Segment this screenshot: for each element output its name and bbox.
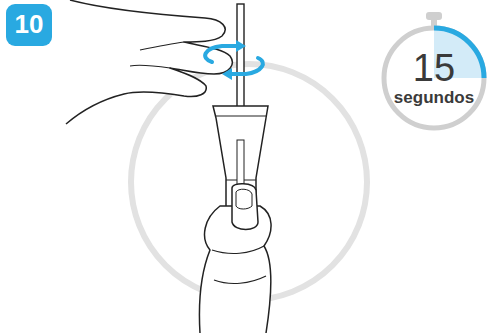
arrow-head xyxy=(236,40,246,52)
timer-ring xyxy=(384,28,484,128)
timer-stem xyxy=(431,18,437,26)
thumb xyxy=(232,184,258,230)
thumbnail xyxy=(236,189,252,209)
rotation-arrow xyxy=(205,46,236,62)
timer-value: 15 xyxy=(413,49,455,89)
tube-rim xyxy=(215,115,267,116)
timer-unit: segundos xyxy=(394,89,474,107)
finger-lines xyxy=(212,246,266,283)
arrow-head xyxy=(222,68,232,80)
finger-lines xyxy=(130,42,184,68)
step-badge: 10 xyxy=(6,4,52,46)
rotation-arrow xyxy=(232,58,263,74)
step-number: 10 xyxy=(15,11,44,38)
timer-dial: 15segundos xyxy=(381,25,487,131)
